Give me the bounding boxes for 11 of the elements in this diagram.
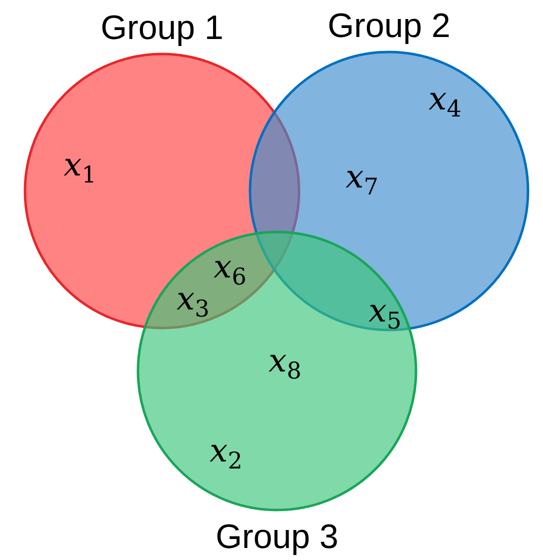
group-title: Group 3: [216, 520, 338, 554]
element-label: x$_{8}$: [268, 344, 302, 384]
element-label: x$_{2}$: [210, 434, 242, 474]
element-label: x$_{5}$: [368, 294, 402, 334]
element-label: x$_{6}$: [214, 250, 246, 290]
group-title: Group 1: [100, 11, 224, 45]
element-label: x$_{1}$: [64, 148, 96, 188]
group-title: Group 2: [328, 9, 450, 43]
element-label: x$_{7}$: [346, 160, 378, 200]
element-label: x$_{3}$: [176, 282, 210, 322]
element-label: x$_{4}$: [428, 82, 462, 122]
